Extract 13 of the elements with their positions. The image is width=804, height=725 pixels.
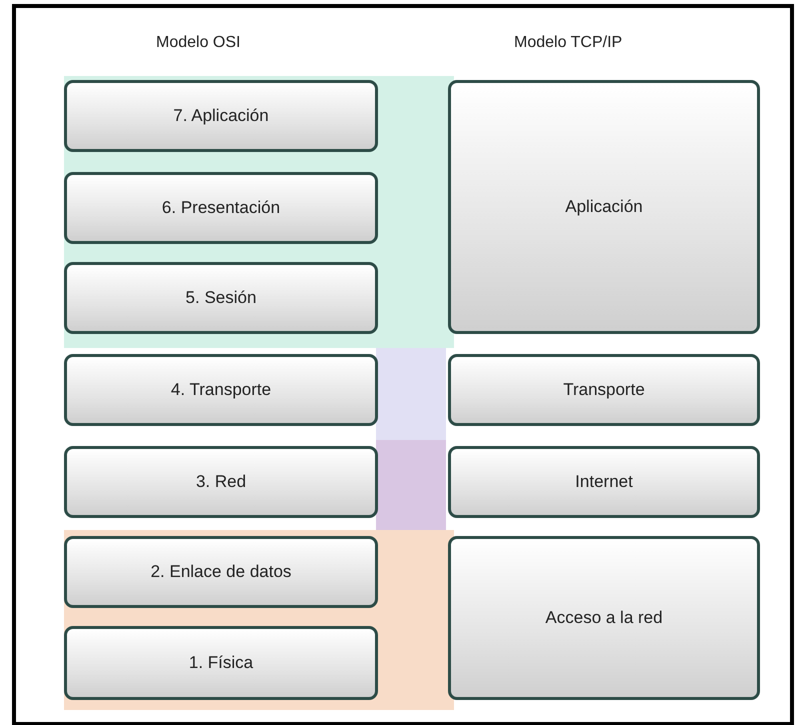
- layer-box: 7. Aplicación: [64, 80, 378, 152]
- layer-box: Acceso a la red: [448, 536, 760, 700]
- layer-box: 2. Enlace de datos: [64, 536, 378, 608]
- layer-box: 5. Sesión: [64, 262, 378, 334]
- layer-box: Transporte: [448, 354, 760, 426]
- column-heading: Modelo OSI: [156, 34, 240, 52]
- column-heading: Modelo TCP/IP: [514, 34, 622, 52]
- layer-box: 1. Física: [64, 626, 378, 700]
- layer-box: 6. Presentación: [64, 172, 378, 244]
- layer-box: 4. Transporte: [64, 354, 378, 426]
- layer-box: Aplicación: [448, 80, 760, 334]
- layer-box: 3. Red: [64, 446, 378, 518]
- layer-box: Internet: [448, 446, 760, 518]
